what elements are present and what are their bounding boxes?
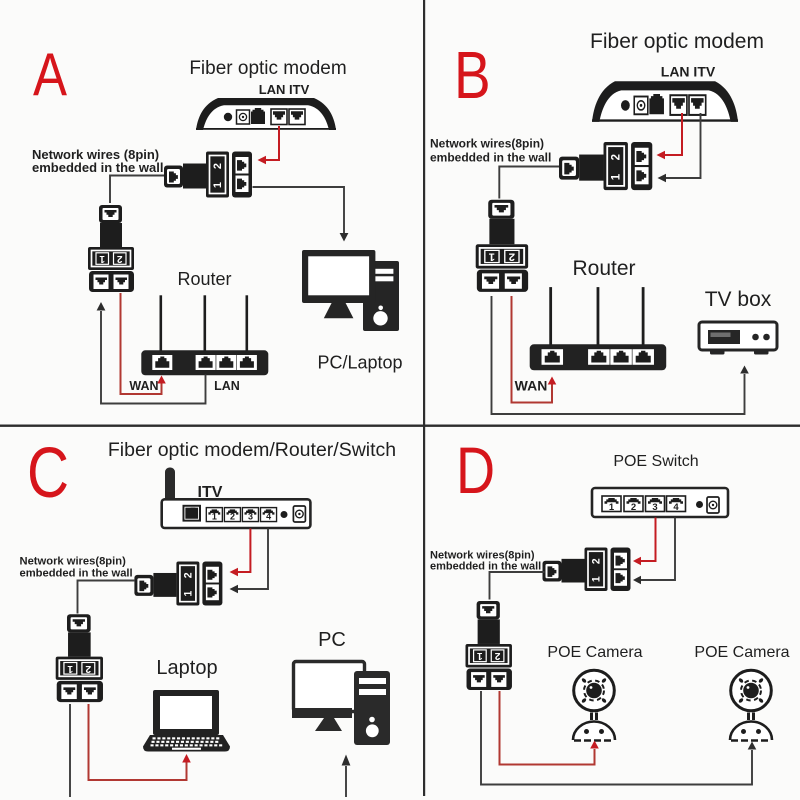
svg-text:WAN: WAN — [515, 378, 548, 394]
svg-text:ITV: ITV — [198, 484, 223, 501]
svg-text:POE Switch: POE Switch — [613, 453, 698, 470]
svg-text:4: 4 — [266, 512, 271, 522]
svg-text:D: D — [456, 433, 495, 507]
svg-text:embedded in the wall: embedded in the wall — [32, 160, 163, 175]
svg-text:embedded in the wall: embedded in the wall — [430, 561, 541, 573]
svg-text:A: A — [33, 41, 68, 108]
svg-text:Router: Router — [572, 257, 635, 280]
svg-text:LAN ITV: LAN ITV — [259, 82, 310, 97]
svg-text:Laptop: Laptop — [156, 657, 217, 679]
svg-text:3: 3 — [248, 512, 253, 522]
svg-text:Network wires(8pin): Network wires(8pin) — [430, 137, 544, 151]
svg-text:1: 1 — [212, 512, 217, 522]
svg-text:C: C — [27, 432, 69, 512]
svg-text:embedded in the wall: embedded in the wall — [430, 151, 551, 165]
svg-text:TV box: TV box — [705, 288, 772, 311]
svg-text:Fiber optic modem/Router/Switc: Fiber optic modem/Router/Switch — [108, 439, 396, 461]
svg-text:POE Camera: POE Camera — [694, 644, 789, 661]
svg-text:LAN ITV: LAN ITV — [661, 64, 716, 80]
svg-text:Fiber optic modem: Fiber optic modem — [189, 58, 346, 79]
svg-text:PC: PC — [318, 629, 346, 651]
svg-text:Fiber optic modem: Fiber optic modem — [590, 30, 764, 53]
svg-text:2: 2 — [230, 512, 235, 522]
svg-text:LAN: LAN — [214, 379, 240, 393]
svg-text:PC/Laptop: PC/Laptop — [317, 353, 402, 373]
svg-text:2: 2 — [631, 502, 636, 513]
svg-text:B: B — [454, 38, 491, 112]
svg-text:POE Camera: POE Camera — [547, 644, 642, 661]
svg-text:WAN: WAN — [129, 379, 158, 393]
svg-text:embedded in the wall: embedded in the wall — [20, 568, 133, 580]
svg-text:Network wires (8pin): Network wires (8pin) — [32, 147, 159, 162]
svg-text:Network wires(8pin): Network wires(8pin) — [20, 556, 127, 568]
svg-text:1: 1 — [609, 502, 615, 513]
svg-text:4: 4 — [673, 502, 679, 513]
svg-text:Network wires(8pin): Network wires(8pin) — [430, 550, 535, 562]
svg-text:Router: Router — [177, 269, 231, 289]
svg-text:3: 3 — [652, 502, 657, 513]
